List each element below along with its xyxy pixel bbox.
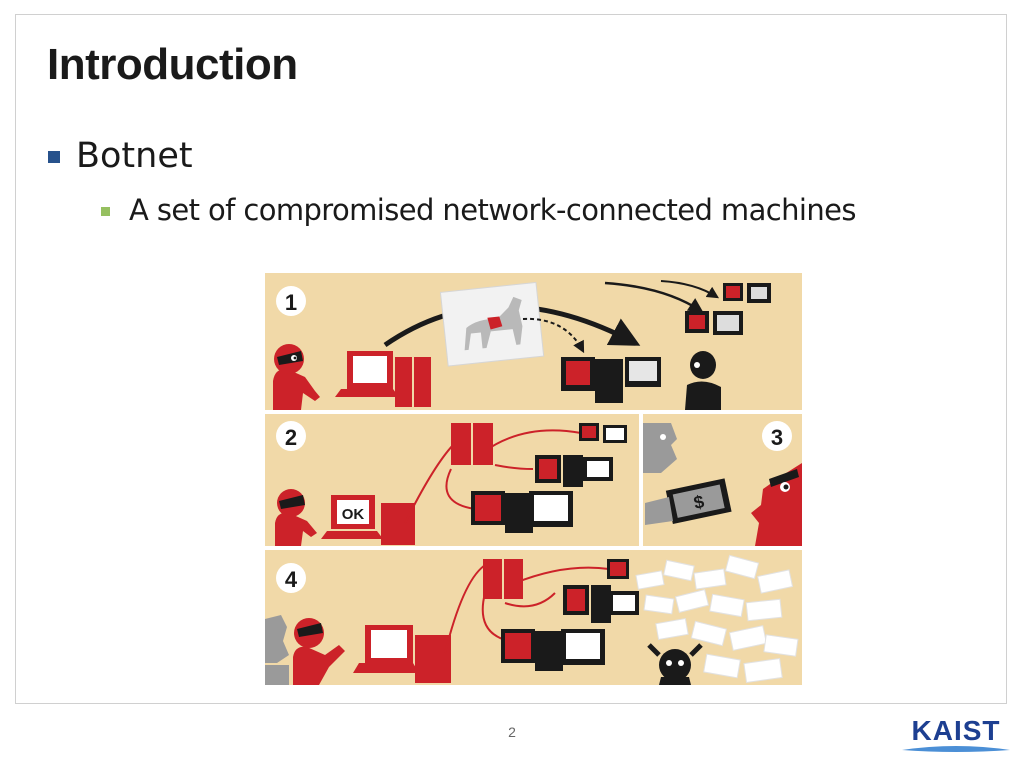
hacker-figure (275, 489, 317, 546)
bullet-square-icon (48, 151, 60, 163)
spam-messages-icon (635, 554, 799, 683)
svg-text:$: $ (692, 491, 706, 513)
laptop-icon (353, 625, 451, 683)
bot-computers-icon (451, 423, 627, 533)
sub-bullet-text: A set of compromised network-connected m… (129, 193, 856, 227)
trojan-horse-card (439, 281, 545, 367)
panicked-victim-figure (647, 643, 703, 685)
kaist-logo: KAIST (902, 715, 1010, 752)
svg-text:OK: OK (342, 506, 365, 523)
panel-1: 1 (265, 273, 802, 410)
panel-2: 2 OK (265, 414, 639, 546)
hacker-face-figure (751, 463, 802, 546)
remote-computers-icon (685, 283, 771, 335)
panel-number-1: 1 (285, 290, 297, 315)
panel-number-4: 4 (285, 567, 298, 592)
slide-title: Introduction (47, 40, 298, 89)
hacker-figure (273, 344, 320, 410)
bullet-level-2: A set of compromised network-connected m… (101, 193, 856, 227)
grey-person-figure (265, 615, 289, 685)
panel-3: 3 $ (643, 414, 802, 546)
sub-bullet-square-icon (101, 206, 110, 216)
bullet-level-1: Botnet (48, 136, 193, 176)
infected-computer-icon (561, 357, 661, 403)
bot-computers-icon (483, 559, 639, 671)
grey-person-figure (643, 423, 677, 473)
laptop-ok-icon: OK (321, 495, 415, 545)
money-bill-icon: $ (665, 478, 732, 525)
panel-4: 4 (265, 550, 802, 685)
victim-figure (685, 351, 721, 410)
tower-computer-icon (395, 357, 431, 407)
laptop-icon (335, 351, 399, 397)
panel-number-2: 2 (285, 425, 297, 450)
bullet-text: Botnet (76, 136, 193, 176)
page-number: 2 (508, 724, 516, 740)
svg-text:KAIST: KAIST (912, 715, 1001, 746)
panel-number-3: 3 (771, 425, 783, 450)
hacker-figure (293, 618, 345, 685)
botnet-illustration: 1 (265, 273, 802, 685)
